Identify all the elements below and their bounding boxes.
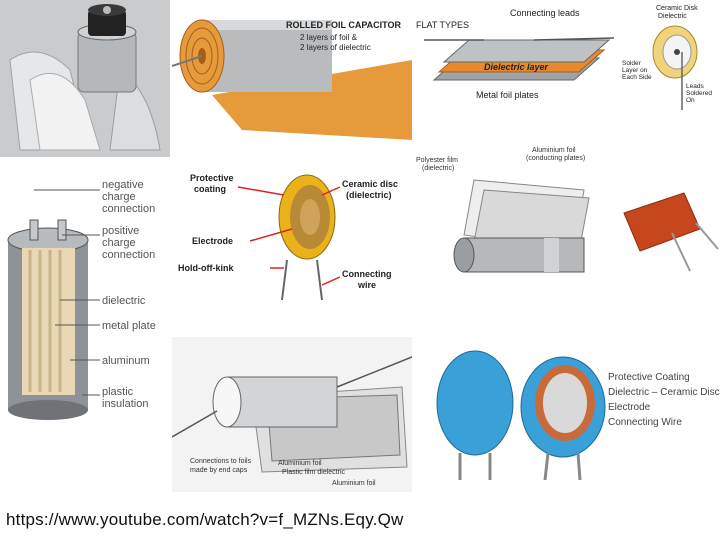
flat-types-panel: FLAT TYPES Connecting leads Dielectric l… (414, 0, 624, 110)
ceramic-disc-labeled-panel: Protective coating Ceramic disc (dielect… (172, 165, 412, 305)
protective-label-1: Protective (190, 173, 234, 183)
blue-wire-label: Connecting Wire (608, 417, 682, 428)
leads-label-2: Soldered (686, 90, 712, 97)
blue-dielectric-label: Dielectric – Ceramic Disc (608, 387, 720, 398)
polyester-label-1: Polyester film (416, 157, 458, 164)
positive-label-1: positive (102, 225, 139, 237)
aluminium-foil-label-2: (conducting plates) (526, 155, 585, 162)
hold-off-kink-label: Hold-off-kink (178, 263, 234, 273)
ceramic-disk-panel: Ceramic Disk Dielectric Solder Layer on … (620, 0, 720, 110)
positive-label-2: charge (102, 237, 136, 249)
protective-label-2: coating (194, 184, 226, 194)
negative-label-3: connection (102, 203, 155, 215)
rolled-foil-illustration: ROLLED FOIL CAPACITOR 2 layers of foil &… (172, 0, 412, 150)
electrode-label: Electrode (192, 236, 233, 246)
unrolled-foil-illustration (0, 0, 170, 157)
red-film-capacitor-photo (612, 185, 720, 275)
ceramic-disc-label-1: Ceramic disc (342, 179, 398, 189)
polyester-film-panel: Polyester film (dielectric) Aluminium fo… (414, 140, 594, 280)
aluminium-foil-label-1: Aluminium foil (532, 147, 576, 154)
electrolytic-capacitor-panel: negative charge connection positive char… (0, 170, 170, 420)
solder-label-2: Layer on (622, 67, 648, 74)
plastic-label-1: plastic (102, 386, 134, 398)
ceramic-disc-label-2: (dielectric) (346, 190, 392, 200)
rolled-foil-line3: 2 layers of dielectric (300, 43, 371, 52)
blue-ceramic-illustration: Protective Coating Dielectric – Ceramic … (430, 345, 720, 480)
leads-label-1: Leads (686, 83, 704, 90)
blue-electrode-label: Electrode (608, 402, 651, 413)
blue-protective-label: Protective Coating (608, 372, 690, 383)
rolled-foil-title: ROLLED FOIL CAPACITOR (286, 20, 402, 30)
ceramic-disk-illustration: Ceramic Disk Dielectric Solder Layer on … (620, 0, 720, 110)
aluminum-label: aluminum (102, 355, 150, 367)
plastic-film-label: Plastic film dielectric (282, 469, 346, 476)
electrolytic-illustration: negative charge connection positive char… (0, 170, 170, 420)
leads-label-3: On (686, 97, 695, 104)
plastic-label-2: insulation (102, 398, 148, 410)
connecting-wire-label-2: wire (357, 280, 376, 290)
metal-foil-plates-label: Metal foil plates (476, 90, 539, 100)
dielectric-layer-label: Dielectric layer (484, 62, 549, 72)
metal-plate-label: metal plate (102, 320, 156, 332)
dielectric-label: dielectric (102, 295, 146, 307)
film-roll-panel: Connections to foils made by end caps Al… (172, 337, 412, 492)
negative-label-2: charge (102, 191, 136, 203)
polyester-illustration: Polyester film (dielectric) Aluminium fo… (414, 140, 594, 280)
flat-types-illustration: FLAT TYPES Connecting leads Dielectric l… (414, 0, 624, 110)
aluminium-foil-label-2: Aluminium foil (332, 480, 376, 487)
solder-label-3: Each Side (622, 74, 652, 81)
connections-label-2: made by end caps (190, 467, 248, 474)
ceramic-disk-title-1: Ceramic Disk (656, 5, 698, 12)
ceramic-disc-labeled-illustration: Protective coating Ceramic disc (dielect… (172, 165, 412, 305)
ceramic-disk-title-2: Dielectric (658, 13, 687, 20)
rolled-foil-capacitor-panel: ROLLED FOIL CAPACITOR 2 layers of foil &… (172, 0, 412, 150)
solder-label-1: Solder (622, 60, 642, 67)
red-film-capacitor-illustration (612, 185, 720, 275)
rolled-foil-line2: 2 layers of foil & (300, 33, 358, 42)
photo-unrolled-foil (0, 0, 170, 157)
connecting-wire-label-1: Connecting (342, 269, 392, 279)
aluminium-foil-label: Aluminium foil (278, 460, 322, 467)
blue-ceramic-panel: Protective Coating Dielectric – Ceramic … (430, 345, 720, 480)
source-url[interactable]: https://www.youtube.com/watch?v=f_MZNs.E… (6, 510, 404, 529)
polyester-label-2: (dielectric) (422, 165, 454, 172)
flat-types-title: FLAT TYPES (416, 20, 469, 30)
negative-label-1: negative (102, 179, 144, 191)
connections-label-1: Connections to foils (190, 458, 252, 465)
film-roll-illustration: Connections to foils made by end caps Al… (172, 337, 412, 492)
positive-label-3: connection (102, 249, 155, 261)
connecting-leads-label: Connecting leads (510, 8, 580, 18)
